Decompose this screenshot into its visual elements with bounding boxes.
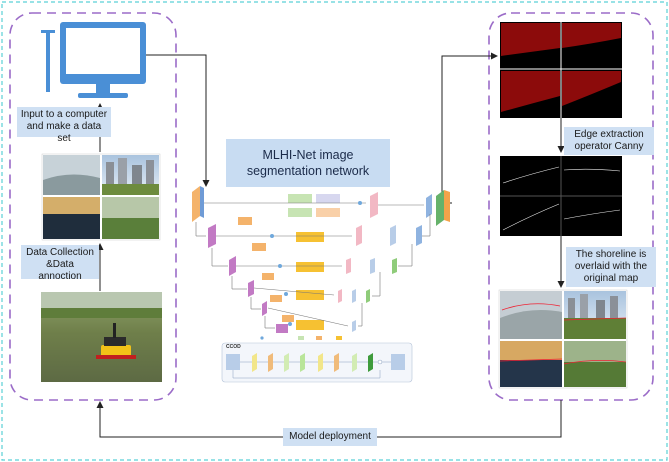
label-model-deployment: Model deployment bbox=[283, 428, 377, 446]
label-input-dataset: Input to a computer and make a data set bbox=[17, 107, 111, 137]
label-shoreline-overlay: The shoreline is overlaid with the origi… bbox=[566, 247, 656, 287]
boat-photo bbox=[41, 292, 162, 382]
ccod-module bbox=[222, 343, 412, 382]
computer-icon bbox=[41, 22, 146, 98]
overlay-photo-grid bbox=[499, 290, 627, 388]
dataset-image-grid bbox=[42, 154, 160, 240]
segmentation-mask-grid bbox=[500, 22, 622, 118]
edge-map-grid bbox=[500, 156, 622, 236]
ccod-title: CCOD bbox=[226, 344, 241, 350]
network-schematic bbox=[192, 186, 450, 340]
label-edge-extraction: Edge extraction operator Canny bbox=[564, 127, 654, 155]
network-title: MLHI-Net image segmentation network bbox=[226, 139, 390, 187]
label-data-collection: Data Collection &Data annoction bbox=[21, 245, 99, 279]
